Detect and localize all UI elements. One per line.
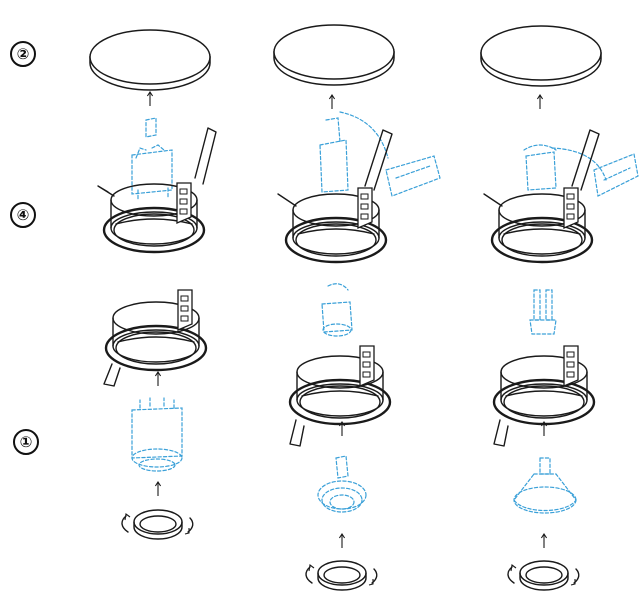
spring-clip-3a bbox=[563, 187, 579, 229]
pins-dashed-3 bbox=[529, 289, 557, 335]
spring-arm-3a bbox=[571, 129, 600, 191]
arrow-up-2a bbox=[328, 94, 336, 110]
arrow-up-2c bbox=[338, 533, 346, 549]
lamp-dashed-3a bbox=[523, 144, 639, 197]
spring-clip-2b bbox=[359, 345, 375, 387]
left-flange-1a bbox=[97, 185, 115, 197]
recessed-housing-2b bbox=[288, 354, 392, 426]
left-leg-1b bbox=[103, 363, 121, 387]
spring-arm-2a bbox=[364, 129, 393, 191]
arrow-up-3a bbox=[536, 94, 544, 110]
trim-ring-1 bbox=[121, 509, 194, 540]
step-marker-2: ② bbox=[10, 41, 36, 67]
cover-plate-1 bbox=[89, 29, 211, 91]
spring-clip-1b bbox=[177, 289, 193, 331]
arrow-up-2b bbox=[338, 421, 346, 437]
par-lamp-dashed-3 bbox=[513, 457, 577, 514]
recessed-housing-3b bbox=[492, 354, 596, 426]
left-flange-2a bbox=[277, 193, 297, 207]
light-module-dashed-1b bbox=[131, 397, 183, 472]
light-module-dashed-1a bbox=[131, 117, 173, 201]
column-3 bbox=[480, 25, 639, 591]
arrow-up-1c bbox=[154, 481, 162, 497]
arrow-up-3c bbox=[540, 533, 548, 549]
cover-plate-2 bbox=[273, 24, 395, 86]
step-marker-1: ① bbox=[13, 429, 39, 455]
spring-clip-2a bbox=[357, 187, 373, 229]
cover-plate-3 bbox=[480, 25, 602, 87]
arrow-up-1b bbox=[154, 371, 162, 387]
column-2 bbox=[273, 24, 441, 591]
arrow-up-3b bbox=[540, 421, 548, 437]
spring-arm-1a bbox=[194, 127, 217, 185]
spring-clip-3b bbox=[563, 345, 579, 387]
left-leg-2b bbox=[289, 419, 305, 447]
left-flange-3a bbox=[483, 193, 503, 207]
left-leg-3b bbox=[493, 419, 509, 447]
trim-ring-3 bbox=[507, 560, 580, 591]
gu10-lamp-dashed-2a bbox=[319, 111, 441, 197]
arrow-up-1a bbox=[146, 91, 154, 107]
gu10-lamp-dashed-2b bbox=[321, 283, 353, 337]
mr16-lamp-dashed-2 bbox=[317, 455, 367, 513]
trim-ring-2 bbox=[305, 560, 378, 591]
step-marker-4: ④ bbox=[10, 202, 36, 228]
spring-clip-1a bbox=[176, 182, 192, 224]
column-1 bbox=[89, 29, 217, 540]
